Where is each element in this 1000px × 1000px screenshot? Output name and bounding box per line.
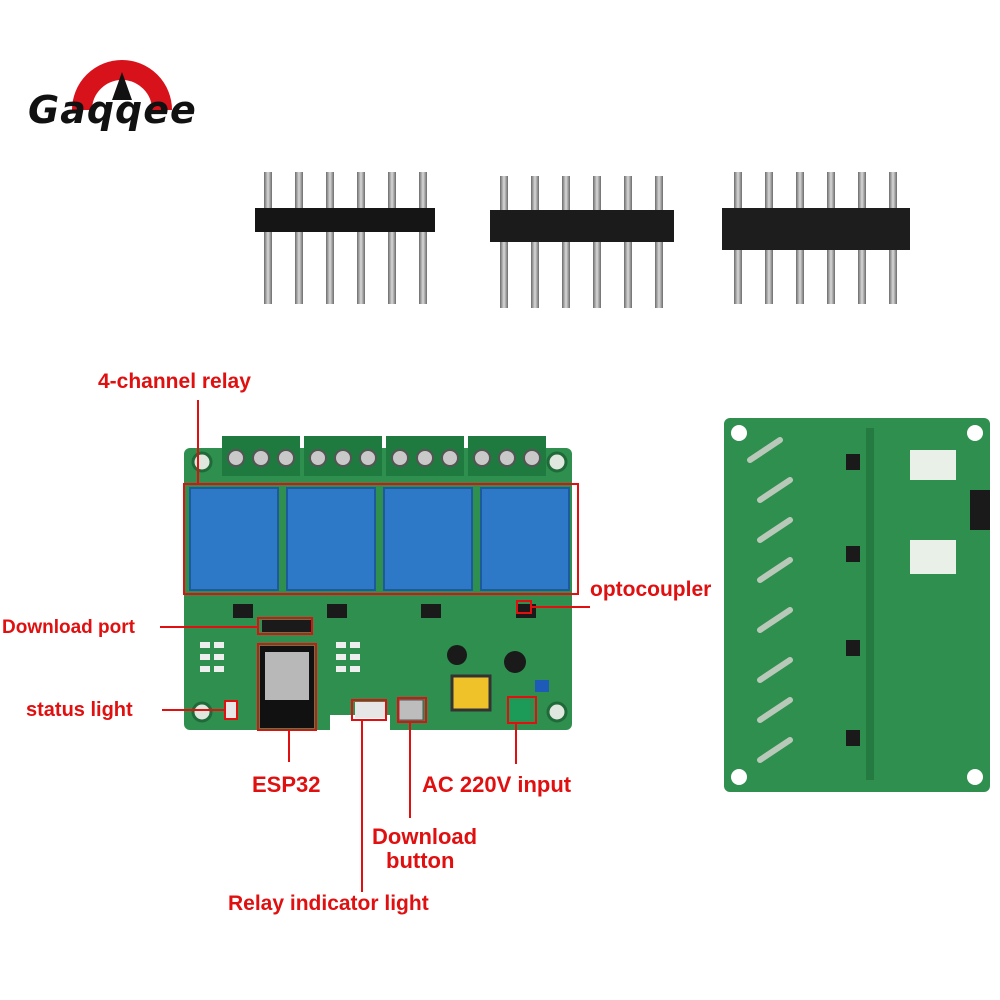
label-download-port: Download port — [2, 617, 135, 638]
label-download-button-line1: Download — [372, 824, 478, 849]
callout-annotations — [160, 400, 590, 892]
label-ac-220v-input: AC 220V input — [422, 772, 572, 797]
pin-header-2 — [490, 176, 674, 308]
label-optocoupler: optocoupler — [590, 578, 712, 601]
brand-name: Gaqqee — [28, 88, 197, 132]
relay-board-front — [184, 436, 572, 735]
label-download-button-line2: button — [386, 848, 455, 873]
pin-header-1 — [255, 172, 435, 304]
label-relay-indicator-light: Relay indicator light — [228, 892, 429, 915]
relay-board-back — [724, 418, 990, 792]
label-4-channel-relay: 4-channel relay — [98, 370, 251, 393]
label-esp32: ESP32 — [252, 772, 321, 797]
pin-header-3 — [722, 172, 910, 304]
label-status-light: status light — [26, 699, 133, 721]
